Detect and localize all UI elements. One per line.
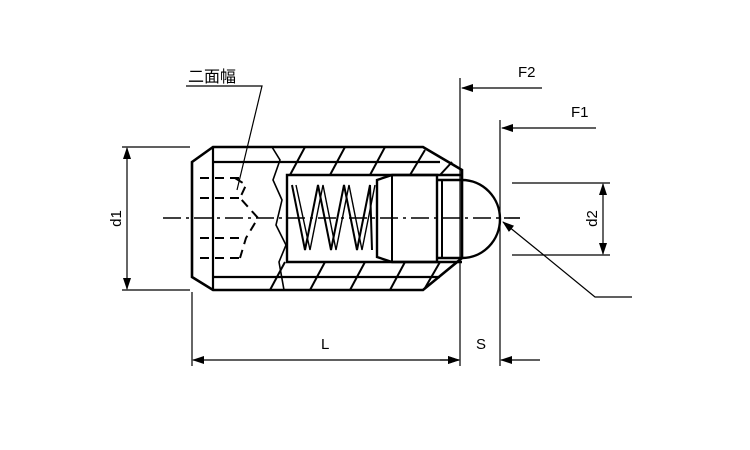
break-line [271, 146, 287, 291]
label-width-across-flats: 二面幅 [188, 69, 237, 86]
label-d1: d1 [107, 210, 125, 227]
plunger-ball [437, 178, 502, 260]
ball-leader [539, 251, 632, 298]
label-L: L [321, 336, 330, 353]
label-d2: d2 [583, 210, 601, 227]
dimension-d1 [122, 146, 190, 291]
spring-inner [295, 184, 376, 251]
hex-socket-hidden [200, 177, 260, 259]
hatching [269, 146, 453, 291]
label-F1: F1 [571, 104, 589, 121]
label-F2: F2 [518, 64, 536, 81]
label-S: S [476, 336, 487, 353]
body-outline [190, 145, 464, 292]
dimension-d2 [512, 182, 610, 256]
extension-lines [191, 78, 501, 366]
width-across-flats-leader [186, 85, 263, 191]
